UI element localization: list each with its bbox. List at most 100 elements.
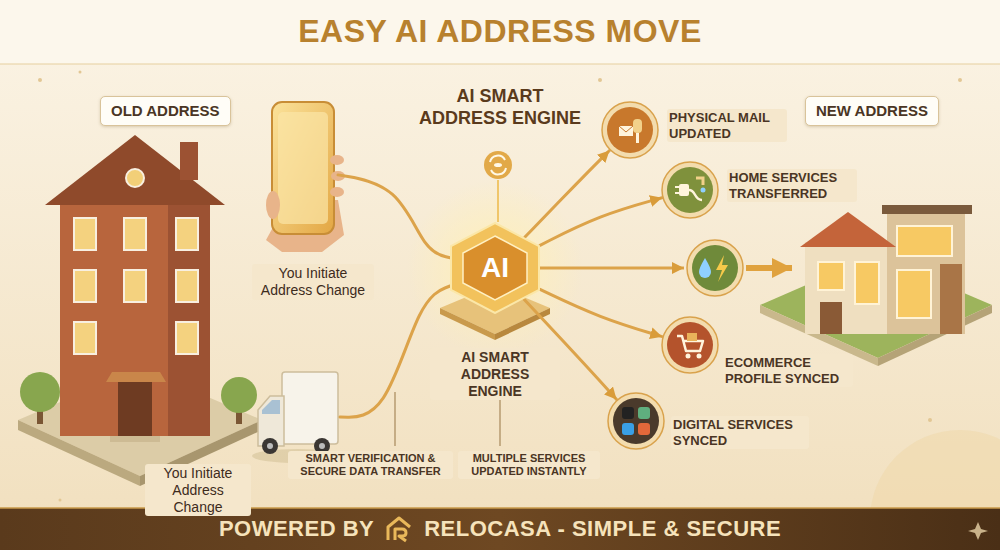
ai-engine-illustration xyxy=(497,180,499,222)
old-house-illustration xyxy=(106,372,166,382)
service-label: HOME SERVICES TRANSFERRED xyxy=(727,169,857,202)
circle-outline xyxy=(638,423,650,435)
new-house-illustration xyxy=(800,212,896,247)
hand-phone-illustration xyxy=(266,102,345,252)
circle-outline xyxy=(689,190,702,200)
circle-outline xyxy=(675,178,706,200)
feature-note: SMART VERIFICATION & SECURE DATA TRANSFE… xyxy=(288,451,453,479)
circle-outline xyxy=(667,167,713,213)
old-house-illustration xyxy=(74,218,96,250)
background xyxy=(38,78,42,82)
utility-icon-circle xyxy=(699,258,711,278)
circle-outline xyxy=(622,407,650,435)
old-house-illustration xyxy=(110,436,160,442)
old-house-illustration xyxy=(118,382,152,436)
old-house-illustration xyxy=(176,322,198,354)
service-label: ECOMMERCE PROFILE SYNCED xyxy=(723,354,853,387)
old-house-illustration xyxy=(124,270,146,302)
circle-outline xyxy=(686,354,691,359)
moving-truck-illustration xyxy=(267,443,273,449)
hand-phone-illustration xyxy=(266,191,280,219)
background xyxy=(928,418,932,422)
hand-phone-illustration xyxy=(330,187,344,197)
utility-icon-circle xyxy=(692,245,738,291)
circle-outline xyxy=(662,162,718,218)
background xyxy=(958,78,962,82)
circle-outline xyxy=(633,119,642,133)
new-house-illustration xyxy=(897,270,931,318)
circle-outline xyxy=(661,161,719,219)
ai-engine-hexagon: AIAI SMART ADDRESS ENGINE xyxy=(450,222,540,314)
old-house-illustration xyxy=(74,322,96,354)
footer-text: POWERED BY xyxy=(219,516,374,542)
utility-icon-circle xyxy=(687,240,792,296)
background xyxy=(0,64,1000,65)
service-label: PHYSICAL MAIL UPDATED xyxy=(667,109,787,142)
address-tag: NEW ADDRESS xyxy=(805,96,939,126)
old-house-illustration xyxy=(176,218,198,250)
new-house-illustration xyxy=(897,226,952,256)
step-label: You Initiate Address Change xyxy=(252,264,374,300)
old-house-illustration xyxy=(124,218,146,250)
circle-outline xyxy=(607,392,665,450)
circle-outline xyxy=(602,102,658,158)
brand-logo xyxy=(384,515,414,543)
hexagon-outline xyxy=(463,236,527,300)
footer-text: RELOCASA - SIMPLE & SECURE xyxy=(424,516,781,542)
circle-outline xyxy=(608,393,664,449)
circle-outline xyxy=(622,407,634,419)
ai-engine-illustration xyxy=(491,168,506,174)
footer-bar xyxy=(968,522,988,540)
circle-outline xyxy=(601,101,659,159)
leader-line xyxy=(394,392,395,446)
service-label: DIGITAL SERVICES SYNCED xyxy=(671,416,809,449)
utility-icon-circle xyxy=(716,255,728,282)
old-house-illustration xyxy=(45,135,225,205)
old-house-illustration xyxy=(60,200,210,436)
brand-logo xyxy=(388,518,410,541)
circle-outline xyxy=(619,126,633,132)
engine-caption: AI SMART ADDRESS ENGINE xyxy=(430,348,560,400)
new-house-illustration xyxy=(887,212,965,334)
new-house-illustration xyxy=(818,262,844,290)
old-house-illustration xyxy=(221,377,257,413)
service-circle: ECOMMERCE PROFILE SYNCED xyxy=(661,316,719,374)
ai-engine-illustration xyxy=(440,308,495,340)
ai-engine-illustration xyxy=(540,267,684,270)
connector xyxy=(338,175,450,258)
circle-outline xyxy=(619,119,642,143)
moving-truck-illustration xyxy=(319,443,325,449)
connector xyxy=(540,289,662,336)
utility-icon-circle xyxy=(687,240,743,296)
brand-logo xyxy=(388,518,410,540)
moving-truck-illustration xyxy=(252,372,344,463)
service-circle: PHYSICAL MAIL UPDATED xyxy=(601,101,659,159)
circle-outline xyxy=(701,188,706,193)
engine-heading: AI SMART ADDRESS ENGINE xyxy=(412,86,588,129)
background xyxy=(598,78,602,82)
background xyxy=(79,71,82,74)
old-house-illustration xyxy=(168,200,210,436)
address-tag-text: OLD ADDRESS xyxy=(111,102,220,120)
new-house-illustration xyxy=(760,205,992,366)
moving-truck-illustration xyxy=(282,372,338,444)
moving-truck-illustration xyxy=(262,438,278,454)
new-house-illustration xyxy=(820,302,842,334)
circle-outline xyxy=(619,126,633,136)
circle-outline xyxy=(679,184,689,196)
old-house-illustration xyxy=(126,169,144,187)
circle-outline xyxy=(675,192,679,194)
truck-step: You Initiate Address Change xyxy=(255,370,340,462)
step-label: You Initiate Address Change xyxy=(145,464,251,516)
old-house-illustration xyxy=(20,372,60,412)
address-tag-text: NEW ADDRESS xyxy=(816,102,928,120)
ai-engine-illustration xyxy=(484,151,512,179)
circle-outline xyxy=(697,354,702,359)
circle-outline xyxy=(613,398,659,444)
utility-icon-circle xyxy=(746,265,792,271)
ai-engine-illustration xyxy=(407,151,684,356)
address-tag: OLD ADDRESS xyxy=(100,96,231,126)
connector xyxy=(540,198,662,246)
